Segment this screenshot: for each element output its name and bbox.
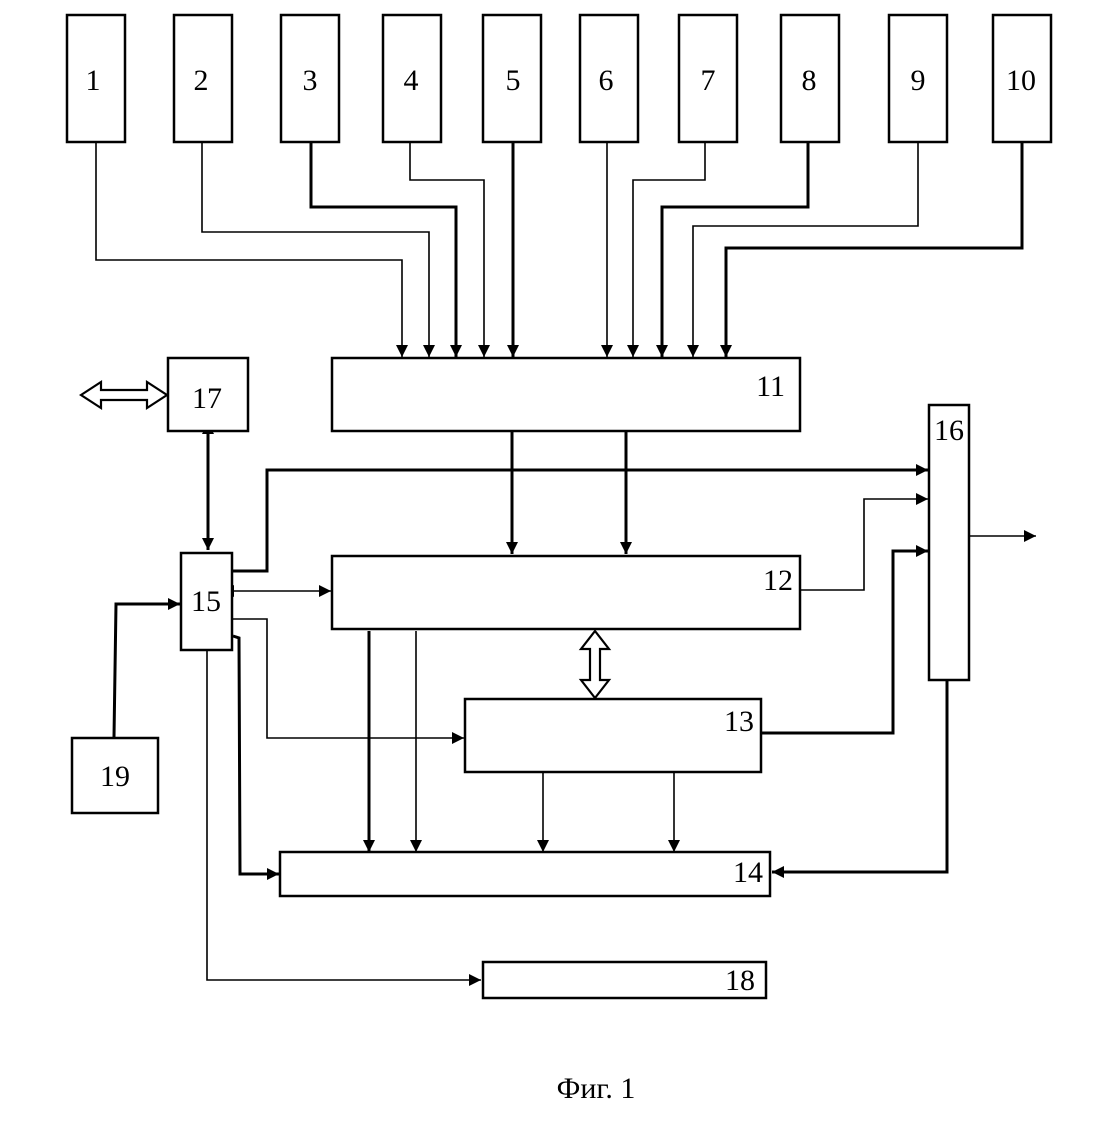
block-10: 10 (993, 15, 1051, 142)
line-16-to-14 (772, 681, 947, 872)
block-15-label: 15 (191, 585, 221, 618)
block-9-label: 9 (911, 64, 926, 97)
block-17-label: 17 (192, 382, 222, 415)
block-4-label: 4 (404, 64, 419, 97)
block-1-label: 1 (86, 64, 101, 97)
line-15-18 (207, 651, 481, 980)
block-3: 3 (281, 15, 339, 142)
block-5-label: 5 (506, 64, 521, 97)
line-15-13 (233, 619, 464, 738)
line-10-to-11 (726, 143, 1022, 357)
block-13: 13 (465, 699, 761, 772)
block-6-label: 6 (599, 64, 614, 97)
block-16: 16 (929, 405, 969, 680)
block-9: 9 (889, 15, 947, 142)
block-5: 5 (483, 15, 541, 142)
block-2: 2 (174, 15, 232, 142)
line-12-to-16 (801, 499, 928, 590)
block-6: 6 (580, 15, 638, 142)
bus-arrow-12-13 (581, 631, 609, 698)
figure-caption: Фиг. 1 (557, 1072, 636, 1105)
line-8-to-11 (662, 143, 808, 357)
block-10-label: 10 (1006, 64, 1036, 97)
block-19-label: 19 (100, 760, 130, 793)
line-19-to-15 (114, 604, 180, 737)
block-14-label: 14 (733, 856, 763, 889)
block-11: 11 (332, 358, 800, 431)
block-1: 1 (67, 15, 125, 142)
block-8: 8 (781, 15, 839, 142)
block-18-label: 18 (725, 964, 755, 997)
block-3-label: 3 (303, 64, 318, 97)
line-3-to-11 (311, 143, 456, 357)
block-19: 19 (72, 738, 158, 813)
block-11-label: 11 (756, 370, 785, 403)
line-2-to-11 (202, 143, 429, 357)
block-12-label: 12 (763, 564, 793, 597)
block-7: 7 (679, 15, 737, 142)
line-15-to-14 (233, 636, 279, 874)
block-17: 17 (168, 358, 248, 431)
block-2-label: 2 (194, 64, 209, 97)
block-14: 14 (280, 852, 770, 896)
block-13-label: 13 (724, 705, 754, 738)
bus-arrow-17-external (81, 382, 167, 408)
line-7-to-11 (633, 143, 705, 357)
block-12: 12 (332, 556, 800, 629)
block-16-label: 16 (934, 414, 964, 447)
block-7-label: 7 (701, 64, 716, 97)
line-4-to-11 (410, 143, 484, 357)
block-4: 4 (383, 15, 441, 142)
line-1-to-11 (96, 143, 402, 357)
block-8-label: 8 (802, 64, 817, 97)
block-18: 18 (483, 962, 766, 998)
block-15: 15 (181, 553, 232, 650)
